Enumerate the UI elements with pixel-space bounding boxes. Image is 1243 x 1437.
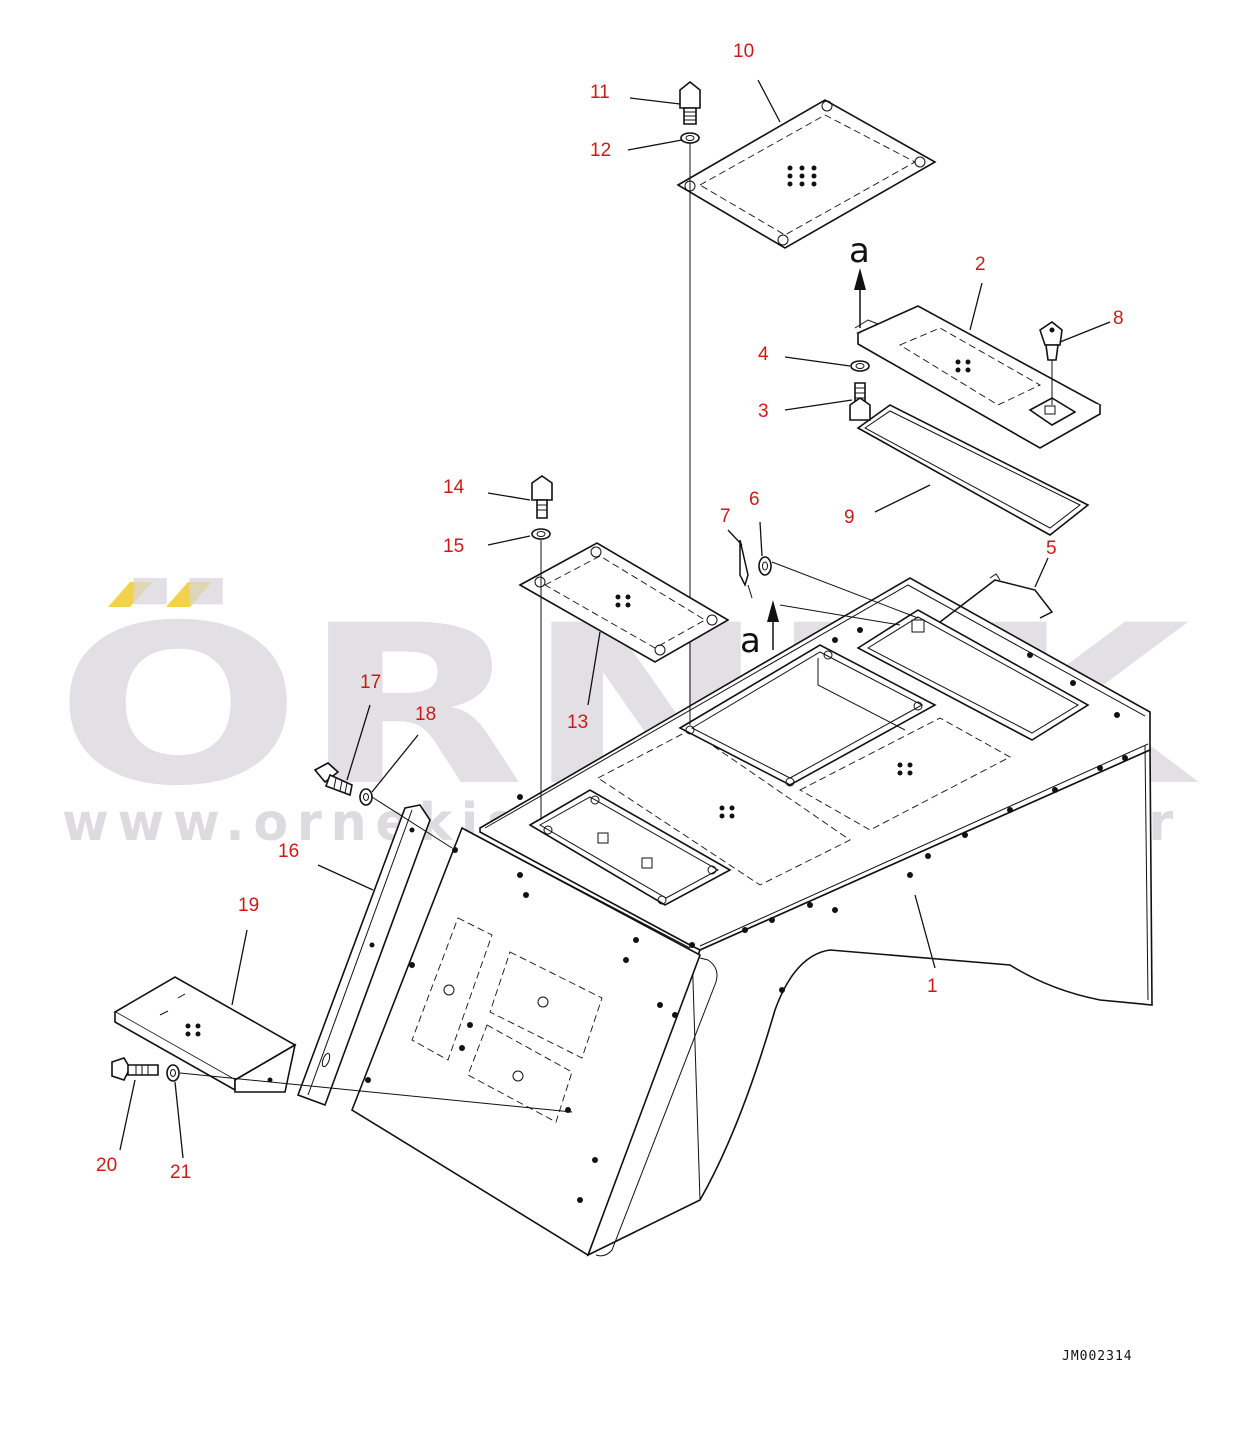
callout-3: 3 (758, 401, 769, 422)
part-9-gasket (856, 404, 1090, 536)
callout-leaders (119, 79, 1111, 1159)
callout-10: 10 (733, 41, 754, 62)
part-7-pin (739, 539, 749, 588)
part-11-bolt (679, 80, 701, 125)
callout-8: 8 (1113, 308, 1124, 329)
part-8-latch (1039, 321, 1063, 361)
svg-text:a: a (740, 621, 761, 661)
part-4-washer (850, 360, 870, 372)
part-12-washer (680, 132, 700, 144)
callout-2: 2 (975, 254, 986, 275)
part-16-strip (296, 804, 431, 1107)
callout-labels: 1 2 3 4 5 6 7 8 9 10 11 12 13 14 15 16 1… (96, 41, 1124, 1183)
callout-21: 21 (170, 1162, 191, 1183)
callout-12: 12 (590, 140, 611, 161)
part-20-bolt (111, 1057, 159, 1081)
drawing-code: JM002314 (1062, 1349, 1133, 1364)
console-body (351, 577, 1153, 1257)
callout-19: 19 (238, 895, 259, 916)
callout-20: 20 (96, 1155, 117, 1176)
part-13-plate (518, 542, 730, 663)
callout-11: 11 (590, 82, 610, 103)
callout-7: 7 (720, 506, 731, 527)
callout-9: 9 (844, 507, 855, 528)
part-3-bolt (849, 382, 871, 421)
callout-17: 17 (360, 672, 381, 693)
part-18-washer (359, 788, 373, 806)
callout-15: 15 (443, 536, 464, 557)
watermark-accent-mark-right (166, 582, 212, 607)
part-6-washer (758, 556, 772, 576)
part-17-bolt (313, 762, 353, 797)
callout-14: 14 (443, 477, 465, 498)
callout-1: 1 (927, 976, 938, 997)
callout-5: 5 (1046, 538, 1057, 559)
watermark-accent-mark-left (108, 582, 152, 607)
part-10-cover-plate (676, 99, 937, 249)
callout-16: 16 (278, 841, 299, 862)
callout-4: 4 (758, 344, 769, 365)
view-arrow-upper: a (849, 231, 870, 328)
callout-6: 6 (749, 489, 760, 510)
part-14-bolt (531, 475, 553, 519)
console-dot-clusters (719, 762, 913, 819)
callout-13: 13 (567, 712, 588, 733)
view-arrow-lower: a (740, 600, 779, 661)
part-21-washer (166, 1064, 180, 1082)
part-5-wire (939, 573, 1054, 623)
part-19-bracket (113, 976, 297, 1093)
callout-18: 18 (415, 704, 436, 725)
part-15-washer (531, 528, 551, 540)
svg-text:a: a (849, 231, 870, 271)
part-2-lid (854, 305, 1102, 449)
console-bolt-dots (365, 627, 1128, 1203)
